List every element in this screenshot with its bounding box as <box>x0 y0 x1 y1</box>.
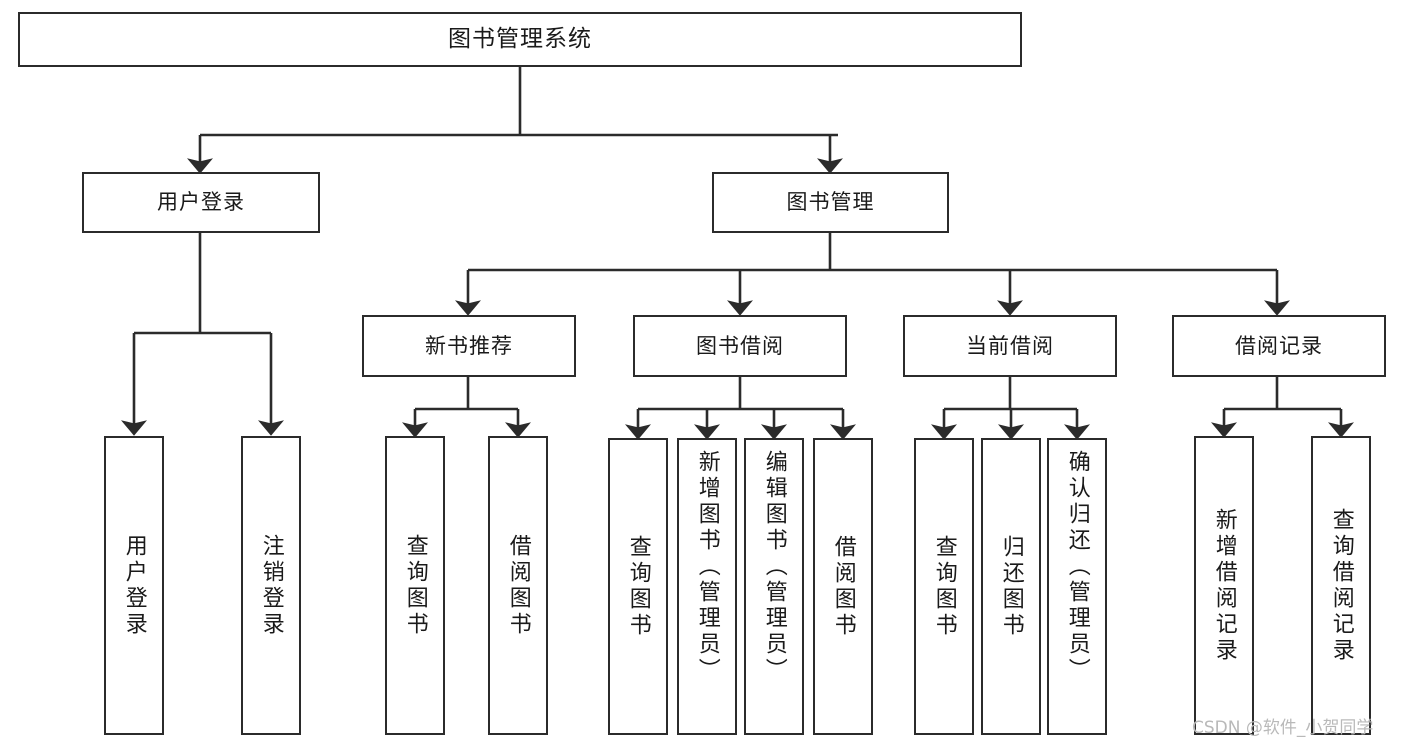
leaf-user-login-logout[interactable]: 注销登录 <box>241 436 301 735</box>
csdn-watermark: CSDN @软件_小贺同学 <box>1192 718 1374 738</box>
leaf-new-book-query[interactable]: 查询图书 <box>385 436 445 735</box>
node-borrow-record[interactable]: 借阅记录 <box>1172 315 1386 377</box>
node-user-login[interactable]: 用户登录 <box>82 172 320 233</box>
leaf-borrow-borrow-book[interactable]: 借阅图书 <box>813 438 873 735</box>
leaf-borrow-edit-book-admin[interactable]: 编辑图书（管理员） <box>744 438 804 735</box>
leaf-record-add-record[interactable]: 新增借阅记录 <box>1194 436 1254 735</box>
node-book-borrow[interactable]: 图书借阅 <box>633 315 847 377</box>
node-book-management[interactable]: 图书管理 <box>712 172 949 233</box>
leaf-current-confirm-return-admin[interactable]: 确认归还（管理员） <box>1047 438 1107 735</box>
leaf-new-book-borrow[interactable]: 借阅图书 <box>488 436 548 735</box>
leaf-record-query-record[interactable]: 查询借阅记录 <box>1311 436 1371 735</box>
leaf-current-return-book[interactable]: 归还图书 <box>981 438 1041 735</box>
leaf-borrow-query-book[interactable]: 查询图书 <box>608 438 668 735</box>
node-new-book-recommend[interactable]: 新书推荐 <box>362 315 576 377</box>
node-root-system[interactable]: 图书管理系统 <box>18 12 1022 67</box>
leaf-current-query-book[interactable]: 查询图书 <box>914 438 974 735</box>
node-current-borrow[interactable]: 当前借阅 <box>903 315 1117 377</box>
leaf-borrow-add-book-admin[interactable]: 新增图书（管理员） <box>677 438 737 735</box>
leaf-user-login-login[interactable]: 用户登录 <box>104 436 164 735</box>
